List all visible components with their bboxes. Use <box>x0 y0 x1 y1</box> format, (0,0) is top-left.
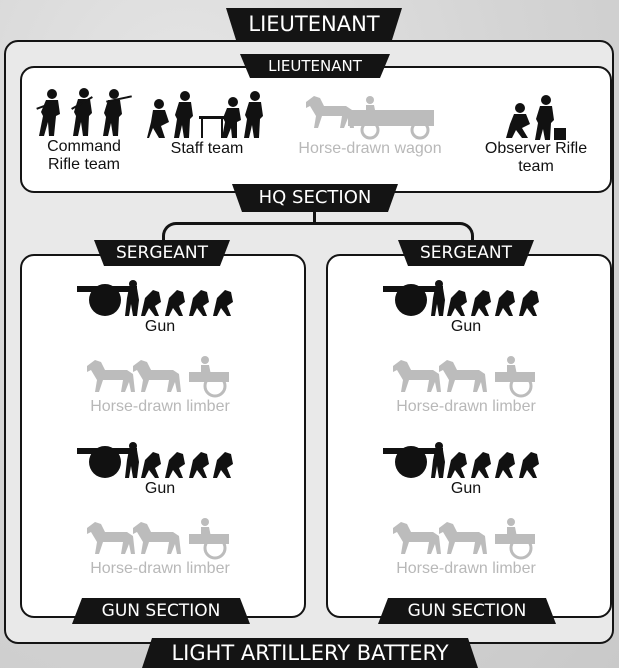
horse-limber-icon <box>393 356 535 398</box>
battery-officer-tag: LIEUTENANT <box>226 8 402 40</box>
limber-unit-right-1: Horse-drawn limber <box>346 350 586 416</box>
gun-section-tag-right: GUN SECTION <box>378 598 556 624</box>
horse-wagon-icon <box>306 96 434 140</box>
horse-drawn-wagon-label: Horse-drawn wagon <box>298 140 442 157</box>
field-gun-icon <box>383 280 539 316</box>
gun-section-box-right <box>326 254 612 618</box>
field-gun-icon <box>77 442 233 478</box>
gun-unit-left-2: Gun <box>40 440 280 498</box>
horse-limber-icon <box>393 518 535 560</box>
gun-unit-right-2: Gun <box>346 440 586 498</box>
gun-section-tag-left: GUN SECTION <box>72 598 250 624</box>
hq-connector-stem <box>313 210 316 224</box>
gun-unit-right-1: Gun <box>346 278 586 336</box>
field-gun-icon <box>77 280 233 316</box>
limber-unit-left-2: Horse-drawn limber <box>40 512 280 578</box>
command-rifle-team-label: Command Rifle team <box>47 138 121 173</box>
gun-label: Gun <box>450 480 482 497</box>
horse-limber-icon <box>87 356 229 398</box>
limber-label: Horse-drawn limber <box>90 560 230 577</box>
sergeant-tag-right: SERGEANT <box>398 240 534 266</box>
hq-connector-branch <box>162 222 474 243</box>
limber-label: Horse-drawn limber <box>90 398 230 415</box>
observer-rifle-team: Observer Rifle team <box>468 92 604 176</box>
limber-unit-left-1: Horse-drawn limber <box>40 350 280 416</box>
field-gun-icon <box>383 442 539 478</box>
gun-label: Gun <box>144 318 176 335</box>
hq-officer-tag: LIEUTENANT <box>240 54 390 78</box>
staff-team: Staff team <box>142 88 272 158</box>
limber-label: Horse-drawn limber <box>396 398 536 415</box>
infantry-rifle-icon <box>36 88 132 136</box>
observer-rifle-team-label: Observer Rifle team <box>484 140 588 175</box>
gun-label: Gun <box>144 480 176 497</box>
hq-section-tag: HQ SECTION <box>232 184 398 212</box>
gun-unit-left-1: Gun <box>40 278 280 336</box>
gun-label: Gun <box>450 318 482 335</box>
limber-label: Horse-drawn limber <box>396 560 536 577</box>
limber-unit-right-2: Horse-drawn limber <box>346 512 586 578</box>
staff-team-icon <box>147 91 263 138</box>
command-rifle-team: Command Rifle team <box>26 86 142 174</box>
staff-team-label: Staff team <box>170 140 244 157</box>
horse-drawn-wagon: Horse-drawn wagon <box>280 88 460 158</box>
horse-limber-icon <box>87 518 229 560</box>
sergeant-tag-left: SERGEANT <box>94 240 230 266</box>
observer-team-icon <box>506 95 566 140</box>
battery-title: LIGHT ARTILLERY BATTERY <box>142 638 478 668</box>
